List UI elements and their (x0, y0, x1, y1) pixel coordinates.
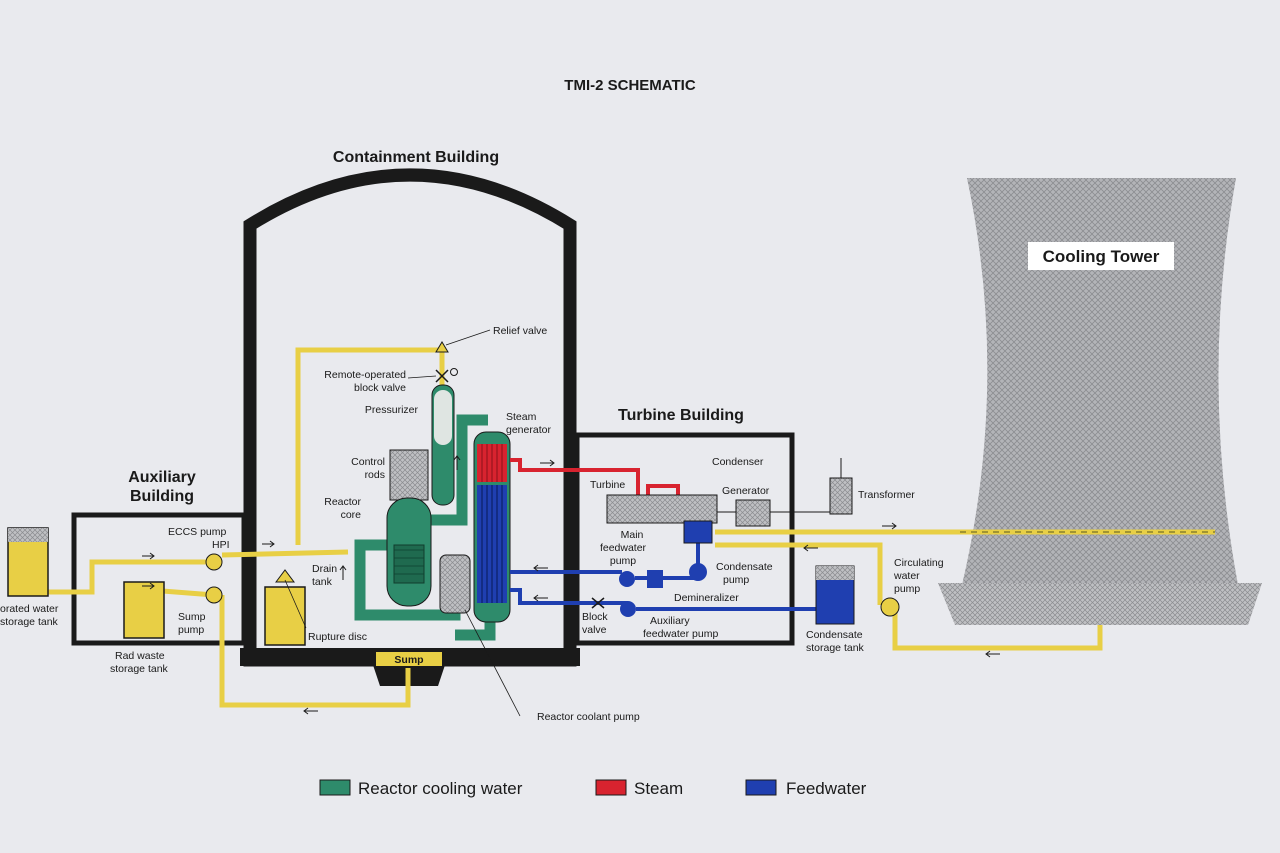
control-rods (389, 449, 429, 501)
block-valve[interactable] (591, 597, 605, 609)
transformer (829, 477, 853, 515)
eccs-pump-label: ECCS pump (168, 526, 227, 538)
cooling-tower-base (938, 583, 1262, 625)
sump-label: Sump (394, 654, 423, 666)
legend-swatch-reactor-cooling-water (319, 779, 351, 796)
main-fw-label-2: feedwater (600, 542, 647, 554)
circulating-water-pump[interactable] (880, 597, 900, 617)
legend-swatch-feedwater (745, 779, 777, 796)
aux-fw-label-1: Auxiliary (650, 615, 690, 627)
remote-block-label-1: Remote-operated (324, 369, 406, 381)
auxiliary-feedwater-pump[interactable] (620, 601, 636, 617)
demineralizer[interactable] (647, 570, 663, 588)
reactor-coolant-pump-label: Reactor coolant pump (537, 711, 640, 723)
legend: Reactor cooling water Steam Feedwater (319, 779, 867, 798)
cond-storage-label-2: storage tank (806, 642, 865, 654)
block-valve-label-1: Block (582, 611, 608, 623)
steam-line (510, 458, 680, 500)
cooling-tower-label: Cooling Tower (1043, 247, 1160, 266)
circ-pump-label-2: water (893, 570, 920, 582)
circ-pump-label-3: pump (894, 583, 920, 595)
remote-block-valve[interactable] (435, 369, 449, 383)
turbine-label: Turbine (590, 479, 625, 491)
rad-waste-tank (123, 581, 165, 639)
hpi-label: HPI (212, 539, 230, 551)
aux-fw-label-2: feedwater pump (643, 628, 718, 640)
generator-label: Generator (722, 485, 770, 497)
containment-building (243, 168, 577, 667)
rupture-disc (275, 569, 295, 583)
demineralizer-label: Demineralizer (674, 592, 739, 604)
reactor-core (393, 544, 425, 584)
turbine-building (574, 432, 795, 646)
yellow-pipes (48, 347, 1215, 708)
flow-arrows (142, 455, 1000, 715)
auxiliary-label-1: Auxiliary (128, 469, 196, 486)
drain-tank-label-1: Drain (312, 563, 337, 575)
leader-lines (284, 329, 521, 717)
sump-pump-label-2: pump (178, 624, 204, 636)
feedwater-lines (510, 515, 816, 611)
condensate-pump-label-1: Condensate (716, 561, 773, 573)
condenser (683, 520, 713, 544)
rad-waste-label-1: Rad waste (115, 650, 165, 662)
sump-fill (376, 652, 442, 666)
cooling-tower-label-bg (1028, 242, 1174, 270)
sump-pump[interactable] (205, 586, 223, 604)
relief-valve[interactable] (435, 341, 449, 353)
circ-pump-label-1: Circulating (894, 557, 944, 569)
borated-label-2: storage tank (0, 616, 59, 628)
drain-tank (264, 586, 306, 646)
rad-waste-label-2: storage tank (110, 663, 169, 675)
condenser-label: Condenser (712, 456, 764, 468)
legend-label-feedwater: Feedwater (786, 779, 867, 798)
borated-label-1: orated water (0, 603, 59, 615)
transformer-label: Transformer (858, 489, 915, 501)
legend-label-reactor-cooling-water: Reactor cooling water (358, 779, 523, 798)
containment-label: Containment Building (333, 149, 499, 166)
drain-tank-label-2: tank (312, 576, 333, 588)
reactor-core-label-2: core (341, 509, 362, 521)
condensate-pump[interactable] (689, 563, 707, 581)
generator (735, 499, 771, 527)
rupture-disc-label: Rupture disc (308, 631, 367, 643)
reactor-coolant-pump (439, 554, 471, 614)
relief-valve-label: Relief valve (493, 325, 547, 337)
reactor-core-label-1: Reactor (324, 496, 361, 508)
control-rods-label-2: rods (365, 469, 385, 481)
remote-block-label-2: block valve (354, 382, 406, 394)
turbine-building-label: Turbine Building (618, 407, 744, 424)
cond-storage-label-1: Condensate (806, 629, 863, 641)
main-fw-label-3: pump (610, 555, 636, 567)
steam-gen-label-1: Steam (506, 411, 537, 423)
legend-swatch-steam (595, 779, 627, 796)
steam-gen-label-2: generator (506, 424, 551, 436)
pressurizer-label: Pressurizer (365, 404, 419, 416)
eccs-pump[interactable] (205, 553, 223, 571)
legend-label-steam: Steam (634, 779, 683, 798)
main-fw-label-1: Main (621, 529, 644, 541)
diagram-title: TMI-2 SCHEMATIC (564, 77, 696, 94)
sump-pump-label-1: Sump (178, 611, 206, 623)
block-valve-label-2: valve (582, 624, 607, 636)
main-feedwater-pump[interactable] (619, 571, 635, 587)
control-rods-label-1: Control (351, 456, 385, 468)
cooling-tower (962, 178, 1238, 585)
auxiliary-label-2: Building (130, 488, 194, 505)
auxiliary-building (71, 512, 247, 646)
condensate-pump-label-2: pump (723, 574, 749, 586)
turbine (606, 494, 718, 524)
